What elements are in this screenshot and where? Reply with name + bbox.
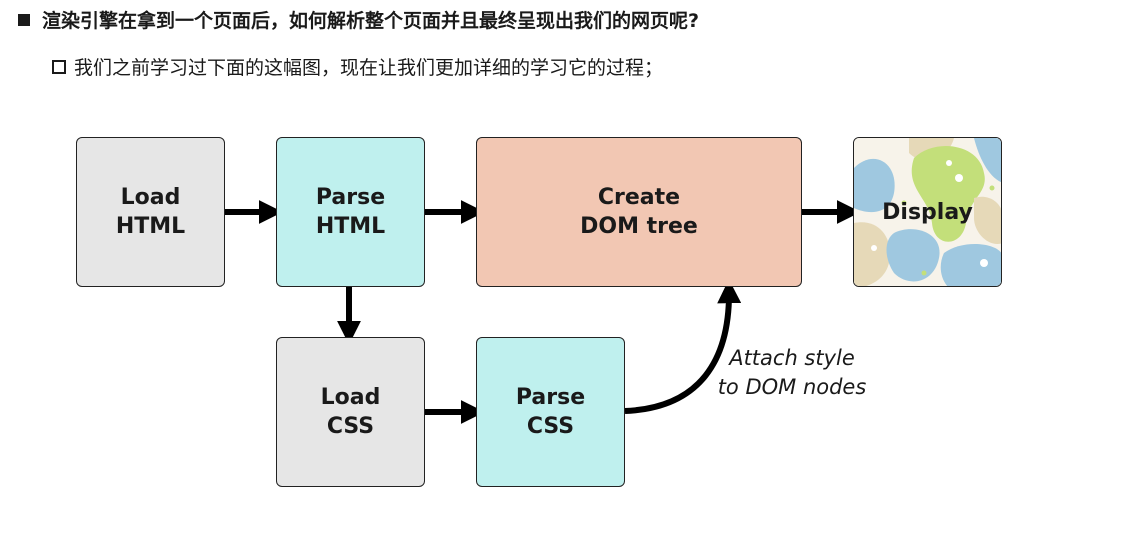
display-label: Display <box>882 199 973 225</box>
square-bullet-icon <box>18 14 30 26</box>
sub-bullet-text: 我们之前学习过下面的这幅图，现在让我们更加详细的学习它的过程； <box>74 57 664 79</box>
attach-style-annotation: Attach style to DOM nodes <box>717 346 867 399</box>
create-dom-tree-box: Create DOM tree <box>476 137 802 287</box>
page-heading: 渲染引擎在拿到一个页面后，如何解析整个页面并且最终呈现出我们的网页呢? <box>18 8 699 34</box>
parse-html-label: Parse HTML <box>315 185 386 239</box>
hollow-square-bullet-icon <box>52 60 66 74</box>
load-html-box: Load HTML <box>76 137 225 287</box>
sub-bullet: 我们之前学习过下面的这幅图，现在让我们更加详细的学习它的过程； <box>52 54 663 82</box>
create-dom-tree-label: Create DOM tree <box>580 185 698 239</box>
arrow-parse-css-to-create-dom <box>624 279 742 414</box>
load-html-label: Load HTML <box>115 185 186 239</box>
abstract-pattern-image <box>854 138 1001 286</box>
display-box: Display <box>853 137 1002 287</box>
parse-html-box: Parse HTML <box>276 137 425 287</box>
heading-text: 渲染引擎在拿到一个页面后，如何解析整个页面并且最终呈现出我们的网页呢? <box>42 10 700 32</box>
load-css-box: Load CSS <box>276 337 425 487</box>
parse-css-box: Parse CSS <box>476 337 625 487</box>
parse-css-label: Parse CSS <box>515 385 586 439</box>
load-css-label: Load CSS <box>320 385 381 439</box>
